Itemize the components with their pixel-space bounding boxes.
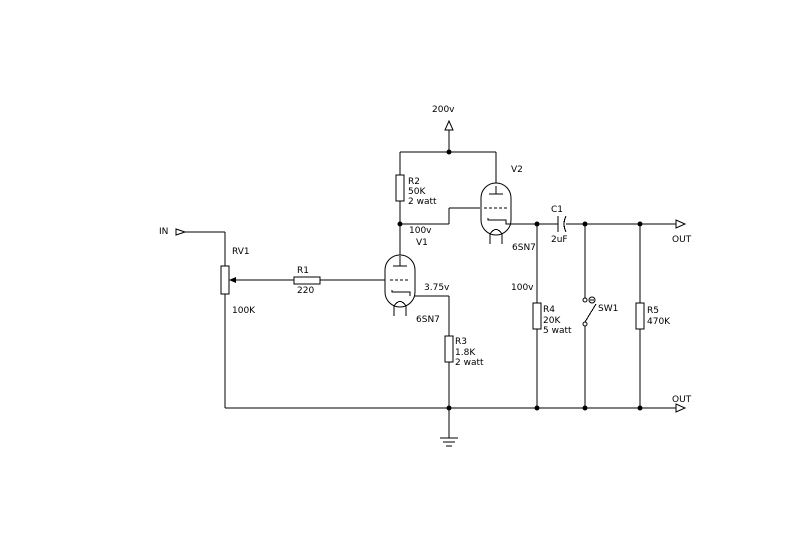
r1-ref: R1 [297, 266, 309, 276]
junction-dot [446, 405, 452, 411]
supply-label: 200v [432, 105, 455, 115]
r5-ref: R5 [647, 306, 659, 316]
v1-ref: V1 [416, 238, 428, 248]
r4-rating: 5 watt [543, 326, 572, 336]
capacitor-c1: C1 2uF [551, 205, 568, 245]
voltage-annotations: 100v 3.75v 100v [409, 226, 534, 293]
tube-v1: V1 6SN7 [384, 238, 440, 325]
supply-terminal: 200v [432, 105, 455, 131]
resistor-r4: R4 20K 5 watt [532, 302, 572, 336]
junction-dot [534, 405, 540, 411]
junction-dot [582, 221, 588, 227]
output-terminal-top: OUT [672, 219, 692, 245]
output-label-bottom: OUT [672, 395, 692, 405]
junction-dot [446, 149, 452, 155]
r2-rating: 2 watt [408, 197, 437, 207]
v2-cathode-voltage: 100v [511, 283, 534, 293]
junction-dot [534, 221, 540, 227]
junction-dot [582, 405, 588, 411]
switch-sw1: SW1 [582, 296, 618, 327]
output-terminal-bottom: OUT [672, 395, 692, 413]
r2-value: 50K [408, 187, 426, 197]
v1-type: 6SN7 [416, 315, 440, 325]
r5-value: 470K [647, 317, 671, 327]
r2-ref: R2 [408, 177, 420, 187]
junction-dot [637, 405, 643, 411]
r3-ref: R3 [455, 337, 467, 347]
resistor-r1: R1 220 [293, 266, 321, 296]
v1-cathode-voltage: 3.75v [424, 283, 450, 293]
potentiometer-rv1: RV1 100K [220, 247, 256, 316]
r3-rating: 2 watt [455, 358, 484, 368]
input-label: IN [159, 227, 168, 237]
c1-ref: C1 [551, 205, 563, 215]
resistor-r3: R3 1.8K 2 watt [444, 335, 484, 368]
v2-ref: V2 [511, 165, 523, 175]
output-label-top: OUT [672, 235, 692, 245]
ground-symbol [440, 437, 458, 447]
resistor-r5: R5 470K [635, 302, 671, 330]
rv1-value: 100K [232, 306, 256, 316]
r4-value: 20K [543, 316, 561, 326]
v1-plate-voltage: 100v [409, 226, 432, 236]
junction-dot [397, 221, 403, 227]
r4-ref: R4 [543, 305, 555, 315]
r1-value: 220 [297, 286, 314, 296]
input-terminal: IN [159, 227, 187, 237]
v2-type: 6SN7 [512, 243, 536, 253]
tube-v2: V2 6SN7 [480, 165, 536, 253]
resistor-r2: R2 50K 2 watt [395, 174, 437, 207]
c1-value: 2uF [551, 235, 568, 245]
rv1-ref: RV1 [232, 247, 250, 257]
sw1-ref: SW1 [598, 304, 618, 314]
junction-dots [397, 149, 643, 411]
r3-value: 1.8K [455, 348, 476, 358]
junction-dot [637, 221, 643, 227]
